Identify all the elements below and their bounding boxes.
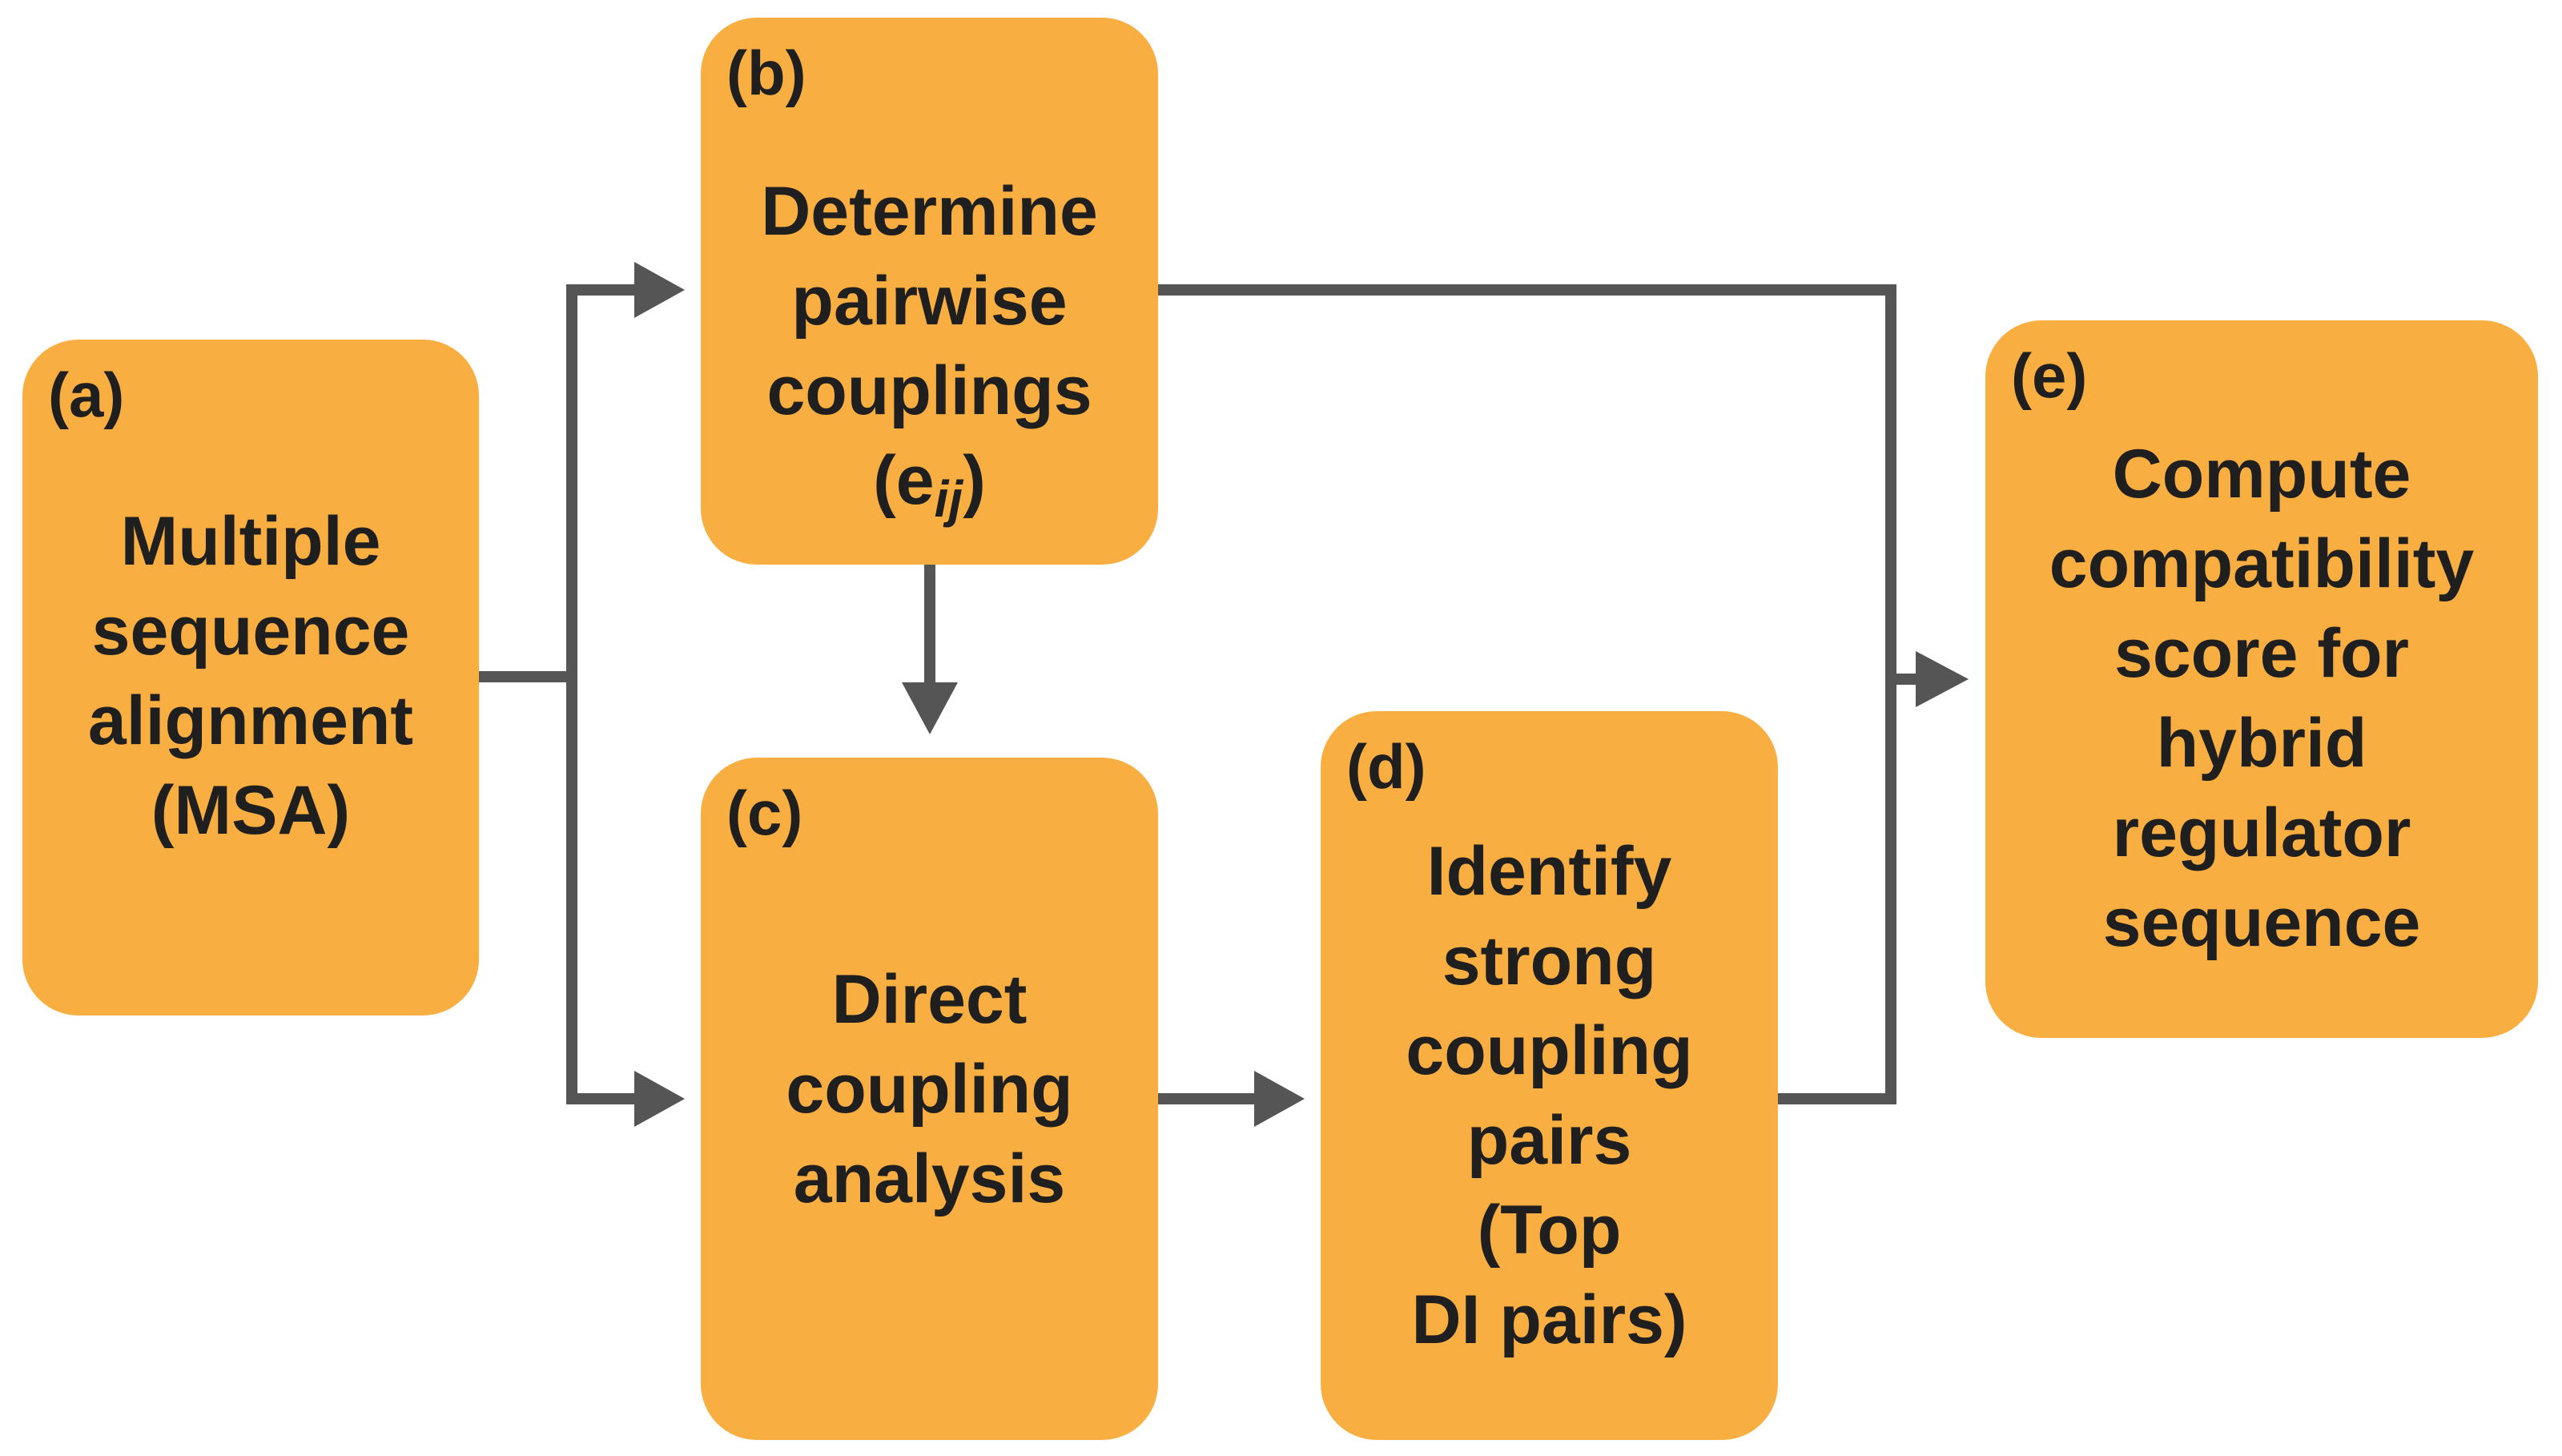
node-e-line: sequence	[2102, 884, 2421, 961]
node-d-line: DI pairs)	[1411, 1281, 1687, 1358]
node-c-line: analysis	[793, 1140, 1066, 1217]
node-d-line: (Top	[1477, 1192, 1622, 1269]
node-e-id: (e)	[2011, 340, 2088, 411]
arrowhead-into-b	[634, 262, 685, 318]
node-a-msa: (a) Multiple sequence alignment (MSA)	[22, 340, 479, 1016]
node-a-id: (a)	[48, 360, 125, 430]
symbol-subscript: ij	[934, 470, 963, 528]
node-c-direct-coupling-analysis: (c) Direct coupling analysis	[701, 758, 1158, 1440]
node-b-line: Determine	[761, 173, 1098, 250]
node-a-text: Multiple sequence alignment (MSA)	[22, 497, 479, 855]
edge-a-to-c	[566, 677, 641, 1104]
node-d-strong-coupling-pairs: (d) Identify strong coupling pairs (Top …	[1321, 711, 1778, 1440]
node-e-line: Compute	[2112, 436, 2411, 513]
edge-a-to-b	[479, 284, 641, 682]
node-e-compatibility-score: (e) Compute compatibility score for hybr…	[1985, 320, 2538, 1038]
arrowhead-into-e	[1916, 651, 1969, 707]
node-c-id: (c)	[726, 778, 803, 848]
node-c-text: Direct coupling analysis	[701, 955, 1158, 1224]
node-b-pairwise-couplings: (b) Determine pairwise couplings (eij)	[701, 18, 1158, 565]
symbol-open: (e	[873, 442, 935, 519]
node-d-line: pairs	[1466, 1102, 1632, 1179]
node-e-line: compatibility	[2049, 525, 2475, 602]
node-b-line: couplings	[766, 352, 1092, 429]
node-a-line: (MSA)	[151, 772, 351, 849]
node-d-line: Identify	[1426, 833, 1672, 910]
node-d-line: coupling	[1406, 1012, 1693, 1089]
node-b-line: pairwise	[791, 263, 1068, 340]
node-e-text: Compute compatibility score for hybrid r…	[1985, 429, 2538, 967]
node-b-text: Determine pairwise couplings (eij)	[701, 167, 1158, 531]
node-a-line: alignment	[87, 682, 414, 759]
node-d-text: Identify strong coupling pairs (Top DI p…	[1321, 827, 1778, 1365]
node-e-line: score for	[2114, 615, 2410, 692]
node-e-line: hybrid	[2156, 705, 2367, 782]
node-c-line: Direct	[831, 961, 1028, 1038]
edge-b-to-e	[1158, 284, 1922, 685]
node-e-line: regulator	[2112, 794, 2411, 871]
arrowhead-into-d	[1254, 1071, 1305, 1127]
symbol-close: )	[963, 442, 986, 519]
arrowhead-into-c	[634, 1071, 685, 1127]
node-b-symbol: (eij)	[701, 436, 1158, 531]
edge-d-to-e	[1778, 679, 1896, 1104]
node-d-line: strong	[1442, 923, 1657, 999]
node-b-id: (b)	[726, 38, 806, 108]
node-a-line: sequence	[91, 593, 410, 670]
node-c-line: coupling	[786, 1051, 1073, 1128]
node-a-line: Multiple	[120, 503, 381, 580]
arrowhead-b-to-c	[902, 682, 958, 734]
node-d-id: (d)	[1346, 731, 1426, 802]
